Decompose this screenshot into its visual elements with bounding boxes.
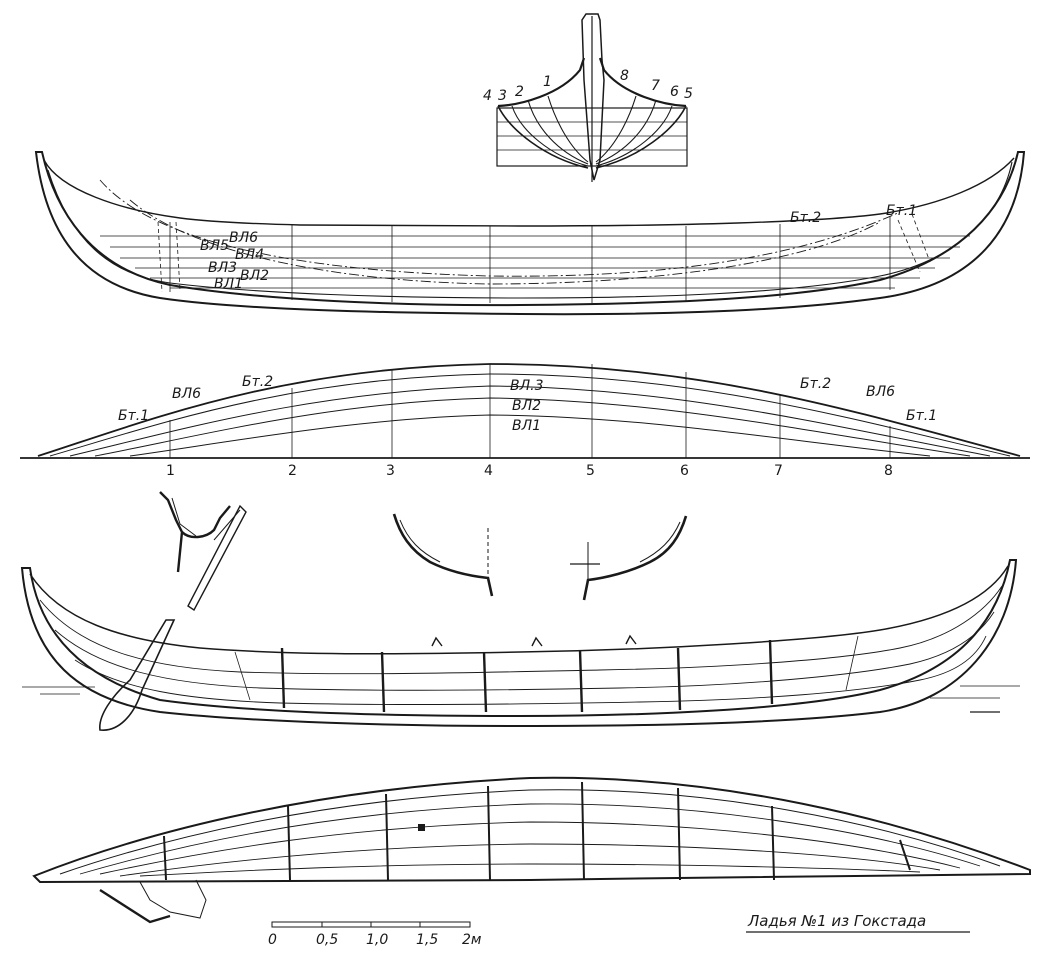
scale-tick-1-5: 1,5: [416, 932, 438, 948]
waterline-label-5: ВЛ5: [200, 238, 229, 254]
stem-post: [581, 13, 605, 181]
waterline-label-center-3: ВЛ.3: [510, 378, 544, 394]
station-label-5: 5: [684, 86, 693, 102]
waterline-label-center-1: ВЛ1: [512, 418, 541, 434]
buttock-label-right-1: Бт.1: [906, 408, 937, 424]
section-details: [159, 491, 688, 612]
waterline-label-2: ВЛ2: [240, 268, 269, 284]
waterline-label-right-6: ВЛ6: [866, 384, 895, 400]
plan-view: [32, 776, 1031, 924]
waterline-label-center-2: ВЛ2: [512, 398, 541, 414]
station-label-2: 2: [515, 84, 524, 100]
station-number-1: 1: [166, 463, 175, 479]
station-label-4: 4: [483, 88, 492, 104]
station-label-3: 3: [498, 88, 507, 104]
scale-tick-0-5: 0,5: [316, 932, 338, 948]
scale-tick-1-0: 1,0: [366, 932, 388, 948]
perspective-side-view: [20, 559, 1020, 731]
buttock-label-1: Бт.1: [886, 203, 917, 219]
waterline-label-6: ВЛ6: [229, 230, 258, 246]
steering-oar: [99, 619, 176, 731]
half-breadth-view: 1 2 3 4 5 6 7 8 Бт.1 ВЛ6 Бт.2 ВЛ.3 ВЛ2 В…: [20, 363, 1030, 479]
waterline-label-3: ВЛ3: [208, 260, 237, 276]
station-number-2: 2: [288, 463, 297, 479]
station-label-1: 1: [543, 74, 552, 90]
station-label-8: 8: [620, 68, 629, 84]
station-number-4: 4: [484, 463, 493, 479]
profile-view: ВЛ6 ВЛ5 ВЛ4 ВЛ3 ВЛ2 ВЛ1 Бт.2 Бт.1: [34, 151, 1026, 316]
station-number-8: 8: [884, 463, 893, 479]
station-number-7: 7: [774, 463, 783, 479]
station-number-6: 6: [680, 463, 689, 479]
scale-bar: 0 0,5 1,0 1,5 2м: [268, 921, 482, 948]
buttock-label-left-1: Бт.1: [118, 408, 149, 424]
buttock-label-2: Бт.2: [790, 210, 821, 226]
station-label-7: 7: [651, 78, 660, 94]
buttock-label-right-2: Бт.2: [800, 376, 831, 392]
station-number-5: 5: [586, 463, 595, 479]
waterline-label-left-6: ВЛ6: [172, 386, 201, 402]
station-label-6: 6: [670, 84, 679, 100]
waterline-label-4: ВЛ4: [235, 247, 264, 263]
scale-tick-0: 0: [268, 932, 277, 948]
scale-tick-2m: 2м: [462, 932, 482, 948]
body-plan: 4 3 2 1 8 7 6 5: [483, 13, 693, 182]
waterline-label-1: ВЛ1: [214, 276, 243, 292]
buttock-label-left-2: Бт.2: [242, 374, 273, 390]
station-number-3: 3: [386, 463, 395, 479]
drawing-caption: Ладья №1 из Гокстада: [747, 912, 926, 930]
mast-step-mark: [418, 824, 425, 831]
